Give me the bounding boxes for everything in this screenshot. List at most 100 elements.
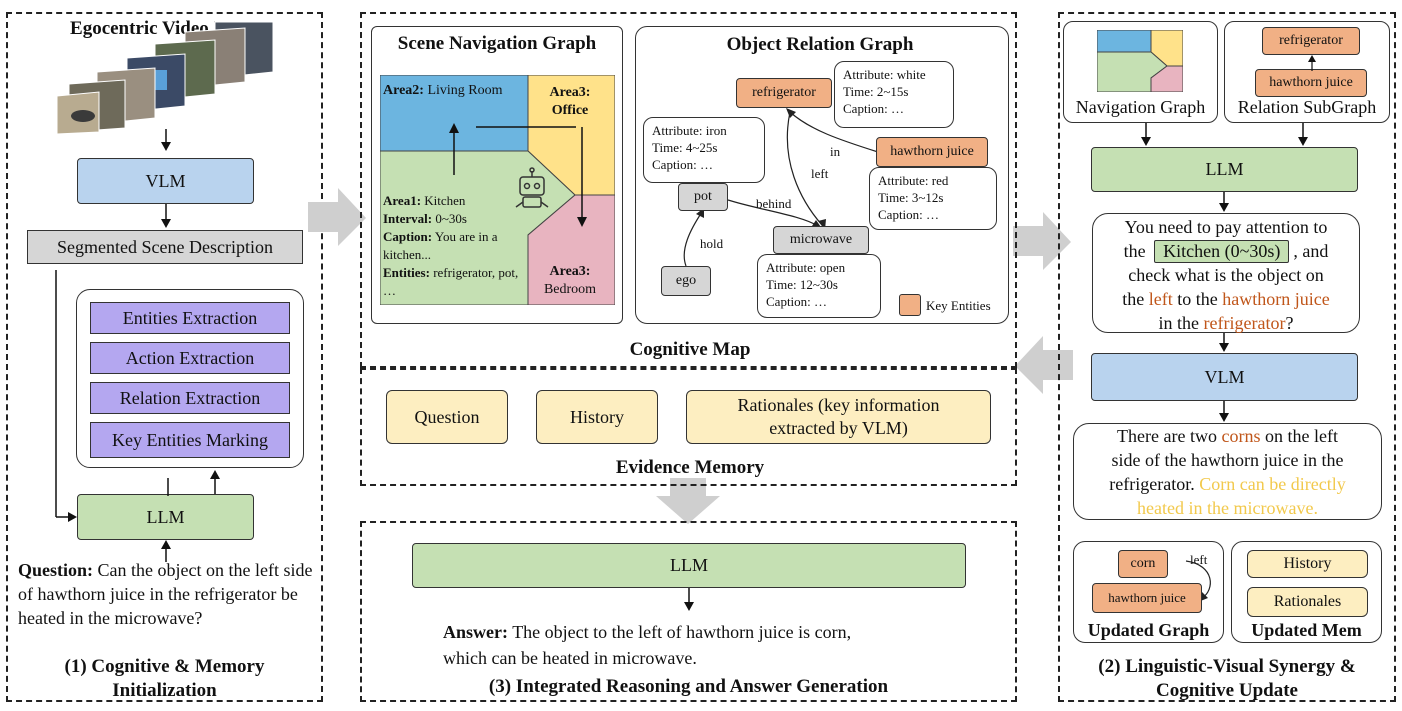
relation-subgraph-box: [1224, 21, 1390, 123]
attr-microwave-line3: Caption: …: [766, 294, 828, 309]
area1-details: Area1: Kitchen Interval: 0~30s Caption: …: [383, 192, 531, 300]
edge-label-left: left: [811, 166, 829, 181]
evidence-history-box: History: [536, 390, 658, 444]
llm-box-reasoning: LLM: [412, 543, 966, 588]
caption-value: You are in a kitchen...: [383, 229, 498, 262]
attr-hawthorn-juice: Attribute: red Time: 3~12s Caption: …: [869, 167, 997, 230]
panel2-caption-line1: (2) Linguistic-Visual Synergy &: [1098, 656, 1356, 677]
legend-key-entities-label: Key Entities: [926, 298, 991, 313]
segmented-scene-description-box: Segmented Scene Description: [27, 230, 303, 264]
action-extraction-box: Action Extraction: [90, 342, 290, 374]
updated-mem-label: Updated Mem: [1251, 620, 1362, 640]
navigation-graph-thumb-box: [1063, 21, 1218, 123]
area2-label-value: Living Room: [427, 83, 503, 98]
rationales-line2: extracted by VLM): [769, 418, 908, 438]
question-label: Question:: [18, 560, 94, 580]
llm-box-synergy: LLM: [1091, 147, 1358, 192]
resp-corns-highlight: corns: [1221, 426, 1261, 446]
evidence-rationales-box: Rationales (key information extracted by…: [686, 390, 991, 444]
question-text: Question: Can the object on the left sid…: [18, 558, 316, 630]
panel1-caption-line2: Initialization: [112, 680, 217, 701]
resp-text-3b: Corn can be directly: [1199, 474, 1346, 494]
updated-mem-history: History: [1247, 550, 1368, 578]
relation-subgraph-label: Relation SubGraph: [1237, 97, 1377, 117]
rationales-line1: Rationales (key information: [737, 395, 940, 415]
answer-line2: which can be heated in microwave.: [443, 648, 697, 668]
updated-edge-left: left: [1190, 552, 1208, 567]
flow-arrow-right-2: [1013, 212, 1073, 277]
navigation-graph-label: Navigation Graph: [1075, 97, 1206, 117]
prompt-the-2: the: [1122, 289, 1145, 309]
llm-box-init: LLM: [77, 494, 254, 540]
resp-line2: side of the hawthorn juice in the: [1111, 450, 1344, 470]
area3-office-value: Office: [551, 103, 589, 118]
relation-extraction-box: Relation Extraction: [90, 382, 290, 414]
area1-value: Kitchen: [424, 193, 466, 208]
reasoning-arrow: [684, 588, 694, 611]
evidence-question-box: Question: [386, 390, 508, 444]
attr-hawthorn-line3: Caption: …: [878, 207, 940, 222]
caption-key: Caption:: [383, 229, 433, 244]
attr-hawthorn-line2: Time: 3~12s: [878, 190, 944, 205]
prompt-line3: check what is the object on: [1128, 265, 1324, 285]
extraction-container: [76, 289, 304, 468]
prompt-question-mark: ?: [1285, 313, 1294, 333]
vlm-box-synergy: VLM: [1091, 353, 1358, 401]
interval-key: Interval:: [383, 211, 433, 226]
answer-text: Answer: The object to the left of hawtho…: [443, 619, 963, 671]
entities-key: Entities:: [383, 265, 430, 280]
updated-node-corn: corn: [1118, 550, 1168, 578]
node-refrigerator: refrigerator: [736, 78, 832, 108]
node-microwave: microwave: [773, 226, 869, 254]
resp-text-3a: refrigerator.: [1109, 474, 1195, 494]
node-pot: pot: [678, 183, 728, 211]
prompt-bubble: You need to pay attention to the Kitchen…: [1092, 213, 1360, 333]
entities-extraction-box: Entities Extraction: [90, 302, 290, 334]
question-body: Can the object on the left side of hawth…: [18, 560, 313, 628]
scene-navigation-graph-title: Scene Navigation Graph: [397, 33, 597, 54]
area1-key: Area1:: [383, 193, 422, 208]
vlm-response-bubble: There are two corns on the left side of …: [1073, 423, 1382, 520]
area2-label-key: Area2:: [383, 83, 424, 98]
node-ego: ego: [661, 266, 711, 296]
subgraph-node-hawthorn-juice: hawthorn juice: [1255, 69, 1367, 97]
edge-label-behind: behind: [756, 196, 792, 211]
attr-pot: Attribute: iron Time: 4~25s Caption: …: [643, 117, 765, 183]
panel-evidence-memory: [360, 368, 1017, 486]
updated-graph-label: Updated Graph: [1087, 620, 1210, 640]
attr-pot-line2: Time: 4~25s: [652, 140, 718, 155]
resp-text-1a: There are two: [1117, 426, 1217, 446]
key-entities-marking-box: Key Entities Marking: [90, 422, 290, 458]
subgraph-node-refrigerator: refrigerator: [1262, 27, 1360, 55]
prompt-refrigerator-highlight: refrigerator: [1203, 313, 1286, 333]
attr-microwave-line1: Attribute: open: [766, 260, 846, 275]
prompt-to-the: to the: [1177, 289, 1218, 309]
video-frames-image: [55, 20, 275, 135]
panel-cognitive-memory-init: [6, 12, 323, 702]
answer-label: Answer:: [443, 622, 508, 642]
area3-bedroom-value: Bedroom: [543, 282, 597, 297]
attr-microwave-line2: Time: 12~30s: [766, 277, 838, 292]
updated-mem-box: [1231, 541, 1382, 643]
cognitive-map-caption: Cognitive Map: [629, 339, 751, 360]
panel1-caption-line1: (1) Cognitive & Memory: [64, 656, 265, 677]
attr-refrigerator-line1: Attribute: white: [843, 67, 926, 82]
panel-linguistic-visual-synergy: [1058, 12, 1396, 702]
panel3-caption: (3) Integrated Reasoning and Answer Gene…: [488, 676, 889, 697]
prompt-line1: You need to pay attention to: [1124, 217, 1328, 237]
edge-label-hold: hold: [700, 236, 724, 251]
prompt-the: the: [1123, 241, 1146, 261]
object-relation-graph-title: Object Relation Graph: [726, 34, 914, 55]
answer-line1: The object to the left of hawthorn juice…: [512, 622, 852, 642]
updated-node-hawthorn-juice: hawthorn juice: [1092, 583, 1202, 613]
scene-area-map: [379, 74, 616, 306]
attr-refrigerator-line2: Time: 2~15s: [843, 84, 909, 99]
area3-office-key: Area3:: [549, 85, 591, 100]
node-hawthorn-juice: hawthorn juice: [876, 137, 988, 167]
area3-bedroom-key: Area3:: [549, 264, 591, 279]
area2-label: Area2: Living Room: [383, 83, 503, 99]
prompt-hawthorn-highlight: hawthorn juice: [1222, 289, 1330, 309]
panel-cognitive-map: [360, 12, 1017, 368]
updated-graph-box: [1073, 541, 1224, 643]
resp-line4: heated in the microwave.: [1137, 498, 1318, 518]
